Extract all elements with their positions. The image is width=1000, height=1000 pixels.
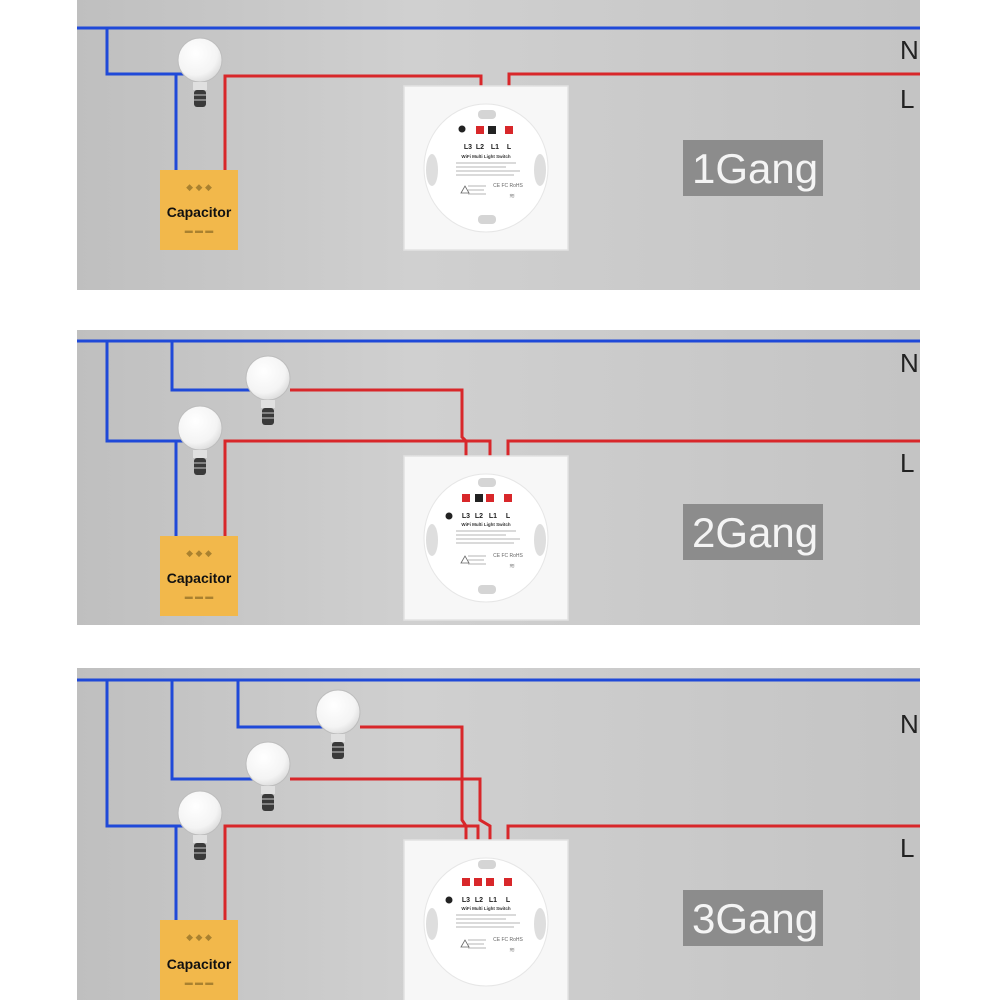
warning-icon	[460, 939, 470, 948]
wifi-switch: L3 L2 L1 L WiFi Multi Light Switch CE FC…	[403, 85, 569, 251]
ce-mark: CE FC RoHS	[493, 937, 523, 943]
spec-text-lines	[456, 914, 520, 928]
neutral-wires	[77, 678, 920, 922]
wifi-switch: L3 L2 L1 L WiFi Multi Light Switch CE FC…	[403, 839, 569, 1000]
switch-title: WiFi Multi Light Switch	[461, 154, 510, 159]
wifi-switch: L3 L2 L1 L WiFi Multi Light Switch CE FC…	[403, 455, 569, 621]
gang-label: 3Gang	[692, 895, 818, 942]
neutral-label: N	[900, 348, 919, 378]
terminal-label-l: L	[506, 897, 511, 904]
warning-icon	[460, 555, 470, 564]
svg-text:▬ ▬ ▬: ▬ ▬ ▬	[185, 226, 213, 235]
capacitor-label: Capacitor	[167, 570, 232, 586]
switch-title: WiFi Multi Light Switch	[461, 522, 510, 527]
capacitor-label: Capacitor	[167, 204, 232, 220]
neutral-wires	[77, 339, 920, 538]
terminal-label-l3: L3	[462, 513, 470, 520]
neutral-label: N	[900, 35, 919, 65]
light-bulb-icon	[315, 689, 361, 759]
live-label: L	[900, 448, 914, 478]
panel-2gang: ◆ ◆ ◆ Capacitor ▬ ▬ ▬ L3 L2 L1 L WiFi Mu…	[77, 330, 920, 625]
ce-mark: CE FC RoHS	[493, 553, 523, 559]
cert-marks	[468, 555, 486, 565]
light-bulb-icon	[177, 37, 223, 107]
capacitor: ◆ ◆ ◆ Capacitor ▬ ▬ ▬	[160, 170, 238, 250]
svg-text:▬ ▬ ▬: ▬ ▬ ▬	[185, 978, 213, 987]
svg-text:◆ ◆ ◆: ◆ ◆ ◆	[186, 182, 212, 192]
live-label: L	[900, 833, 914, 863]
neutral-wires	[77, 26, 920, 172]
gang-label-bg	[683, 140, 823, 196]
terminal-label-l1: L1	[489, 513, 497, 520]
cert-marks	[468, 939, 486, 949]
terminal-label-l1: L1	[489, 897, 497, 904]
terminal-label-l2: L2	[476, 144, 484, 151]
panel-3gang: ◆ ◆ ◆ Capacitor ▬ ▬ ▬ L3 L2 L1 L WiFi Mu…	[77, 668, 920, 1000]
capacitor: ◆ ◆ ◆ Capacitor ▬ ▬ ▬	[160, 536, 238, 616]
terminal-label-l2: L2	[475, 897, 483, 904]
spec-text-lines	[456, 530, 520, 544]
ce-mark: CE FC RoHS	[493, 183, 523, 189]
wifi-icon: ≋	[509, 947, 515, 954]
warning-icon	[460, 185, 470, 194]
neutral-label: N	[900, 709, 919, 739]
terminal-label-l2: L2	[475, 513, 483, 520]
capacitor: ◆ ◆ ◆ Capacitor ▬ ▬ ▬	[160, 920, 238, 1000]
spec-text-lines	[456, 162, 520, 176]
light-bulb-icon	[177, 405, 223, 475]
live-label: L	[900, 84, 914, 114]
light-bulb-icon	[177, 790, 223, 860]
light-bulb-icon	[245, 741, 291, 811]
wifi-icon: ≋	[509, 563, 515, 570]
gang-label-bg	[683, 504, 823, 560]
gang-label: 1Gang	[692, 145, 818, 192]
terminal-label-l3: L3	[462, 897, 470, 904]
light-bulb-icon	[245, 355, 291, 425]
terminal-label-l1: L1	[491, 144, 499, 151]
svg-text:◆ ◆ ◆: ◆ ◆ ◆	[186, 932, 212, 942]
terminal-label-l3: L3	[464, 144, 472, 151]
panel-1gang: ◆ ◆ ◆ Capacitor ▬ ▬ ▬ L3 L2 L1 L WiFi Mu…	[77, 0, 920, 290]
cert-marks	[468, 185, 486, 195]
svg-text:◆ ◆ ◆: ◆ ◆ ◆	[186, 548, 212, 558]
svg-text:▬ ▬ ▬: ▬ ▬ ▬	[185, 592, 213, 601]
gang-label-bg	[683, 890, 823, 946]
terminal-label-l: L	[507, 144, 512, 151]
capacitor-label: Capacitor	[167, 956, 232, 972]
wifi-icon: ≋	[509, 193, 515, 200]
switch-title: WiFi Multi Light Switch	[461, 906, 510, 911]
gang-label: 2Gang	[692, 509, 818, 556]
terminal-label-l: L	[506, 513, 511, 520]
